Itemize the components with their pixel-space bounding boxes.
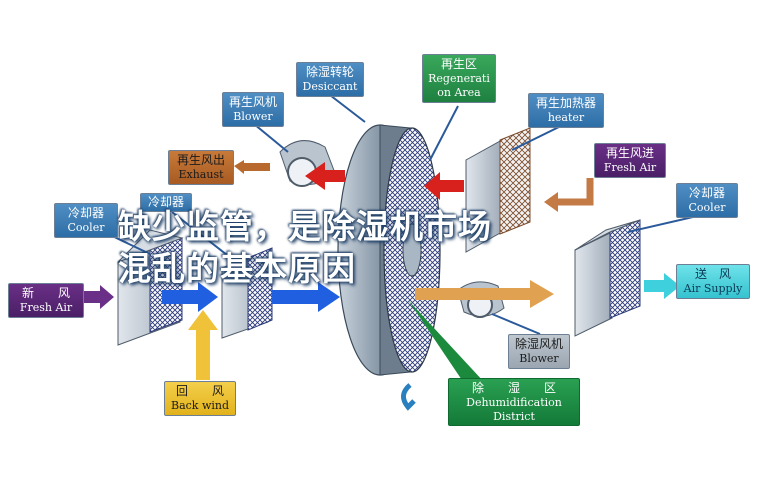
regen-blower-label: 再生风机 Blower bbox=[222, 92, 284, 127]
back-wind-arrow bbox=[188, 310, 218, 380]
regeneration-area-label-en-1: Regenerati bbox=[428, 72, 490, 85]
dehum-district-label: 除 湿 区 Dehumidification District bbox=[448, 378, 580, 426]
left-cooler-label: 冷却器 Cooler bbox=[54, 203, 118, 238]
dehum-blower-label-en: Blower bbox=[519, 352, 559, 365]
regen-inlet-arrow bbox=[544, 178, 594, 212]
left-cooler-unit bbox=[117, 229, 184, 346]
dehum-blower-label: 除湿风机 Blower bbox=[508, 334, 570, 369]
headline-line-2: 混乱的基本原因 bbox=[118, 249, 356, 288]
desiccant-label: 除湿转轮 Desiccant bbox=[296, 62, 364, 97]
fresh-air-arrow bbox=[84, 285, 114, 309]
regen-heater-label: 再生加热器 heater bbox=[528, 93, 604, 128]
left-cooler-label-en: Cooler bbox=[67, 221, 105, 234]
back-wind-label-en: Back wind bbox=[170, 399, 230, 412]
fresh-air-label: 新 风 Fresh Air bbox=[8, 283, 84, 318]
regen-exhaust-label-zh: 再生风出 bbox=[176, 153, 225, 167]
regen-fresh-air-label-en: Fresh Air bbox=[603, 161, 657, 174]
right-cooler-label-zh: 冷却器 bbox=[688, 186, 725, 200]
right-cooler-label: 冷却器 Cooler bbox=[676, 183, 738, 218]
regen-air-arrows bbox=[234, 160, 464, 200]
dehum-district-label-zh: 除 湿 区 bbox=[471, 381, 556, 395]
fresh-air-label-zh: 新 风 bbox=[21, 286, 70, 300]
regen-fresh-air-label-zh: 再生风进 bbox=[605, 146, 654, 160]
dehumidified-air-arrow bbox=[415, 280, 554, 308]
mid-cooler-label-zh: 冷却器 bbox=[147, 195, 184, 209]
air-supply-label-en: Air Supply bbox=[683, 282, 743, 295]
regen-exhaust-label-en: Exhaust bbox=[178, 168, 224, 181]
dehum-district-label-en-2: District bbox=[493, 410, 535, 423]
regen-heater-unit bbox=[465, 127, 531, 253]
headline-overlay: 缺少监管，是除湿机市场 混乱的基本原因 bbox=[118, 206, 638, 290]
dehum-blower-label-zh: 除湿风机 bbox=[514, 337, 563, 351]
left-cooler-label-zh: 冷却器 bbox=[67, 206, 104, 220]
regen-heater-label-en: heater bbox=[547, 111, 585, 124]
regeneration-area-label-en-2: on Area bbox=[437, 86, 481, 99]
regeneration-area-label-zh: 再生区 bbox=[440, 57, 477, 71]
regen-fresh-air-label: 再生风进 Fresh Air bbox=[594, 143, 666, 178]
desiccant-label-en: Desiccant bbox=[302, 80, 358, 93]
supply-air-arrow bbox=[644, 273, 680, 299]
mid-cooler-label: 冷却器 bbox=[140, 193, 192, 212]
right-cooler-unit bbox=[574, 219, 641, 337]
fresh-air-label-en: Fresh Air bbox=[19, 301, 73, 314]
regen-blower-label-zh: 再生风机 bbox=[228, 95, 277, 109]
regen-blower-label-en: Blower bbox=[233, 110, 273, 123]
regen-heater-label-zh: 再生加热器 bbox=[535, 96, 596, 110]
regeneration-area-label: 再生区 Regenerati on Area bbox=[422, 54, 496, 103]
desiccant-wheel bbox=[337, 124, 441, 411]
leader-lines bbox=[107, 91, 707, 392]
back-wind-label: 回 风 Back wind bbox=[164, 381, 236, 416]
air-supply-label-zh: 送 风 bbox=[694, 267, 731, 281]
process-air-arrows bbox=[162, 282, 340, 312]
right-cooler-label-en: Cooler bbox=[688, 201, 726, 214]
dehum-district-label-en-1: Dehumidification bbox=[466, 396, 562, 409]
headline-line-1: 缺少监管，是除湿机市场 bbox=[118, 207, 492, 246]
back-wind-label-zh: 回 风 bbox=[175, 384, 224, 398]
air-supply-label: 送 风 Air Supply bbox=[676, 264, 750, 299]
regen-exhaust-label: 再生风出 Exhaust bbox=[168, 150, 234, 185]
desiccant-label-zh: 除湿转轮 bbox=[305, 65, 354, 79]
mid-cooler-unit bbox=[221, 247, 273, 339]
